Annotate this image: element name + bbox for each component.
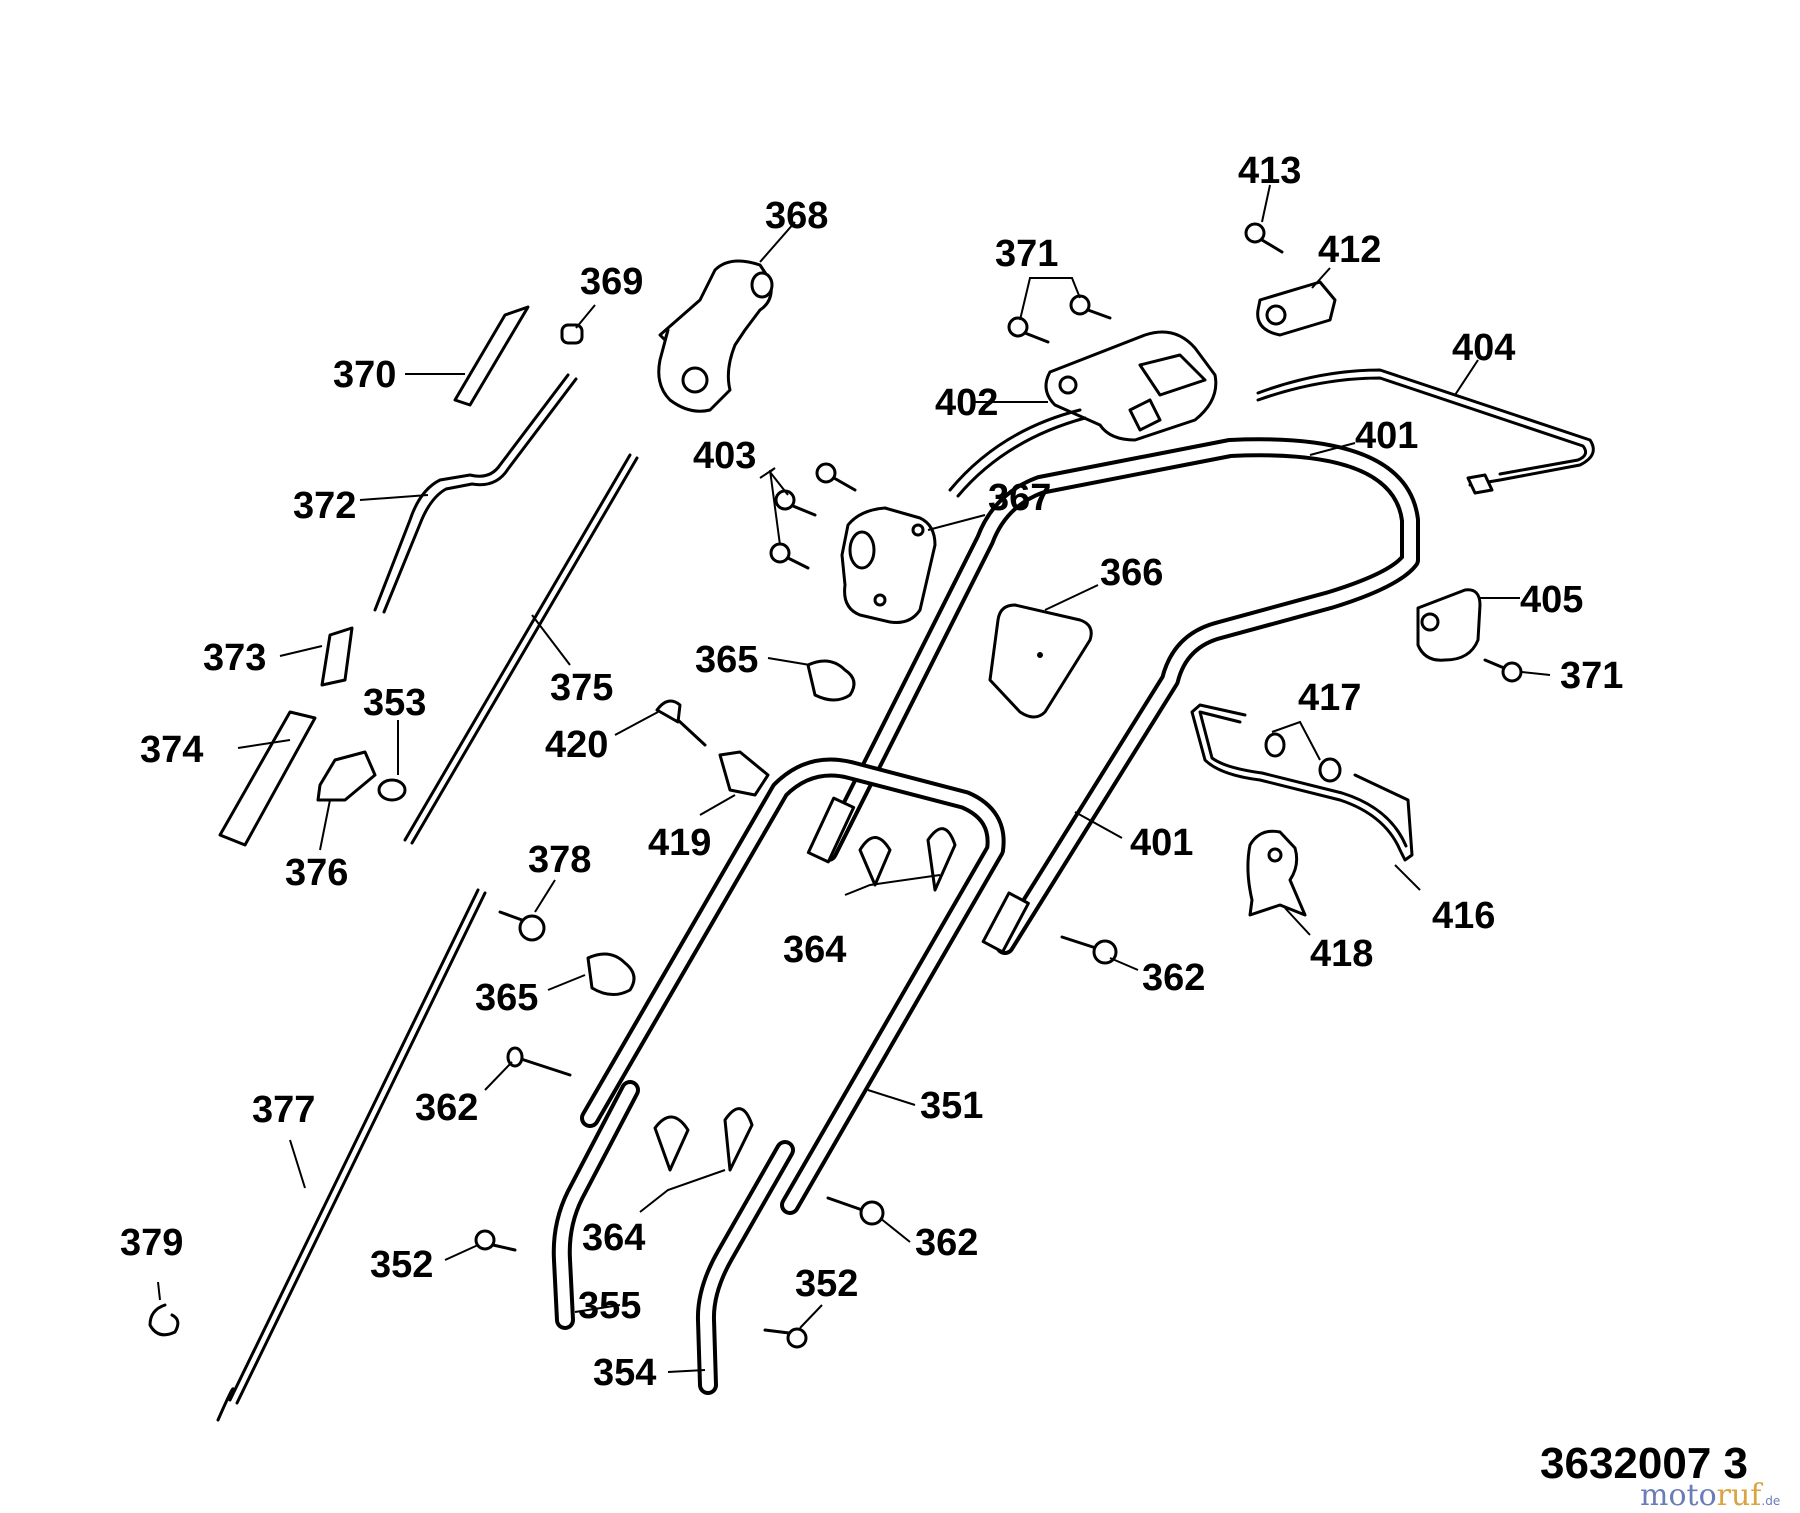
svg-text:motoruf.de: motoruf.de — [1640, 1478, 1780, 1513]
label-420: 420 — [545, 724, 608, 766]
bracket-367-drawing — [840, 506, 937, 624]
label-419: 419 — [648, 822, 711, 864]
label-371-right: 371 — [1560, 655, 1623, 697]
label-352-right: 352 — [795, 1263, 858, 1305]
label-403: 403 — [693, 435, 756, 477]
watermark-suffix: .de — [1761, 1494, 1780, 1508]
label-362-right: 362 — [1142, 957, 1205, 999]
label-376: 376 — [285, 852, 348, 894]
label-364-top: 364 — [783, 929, 846, 971]
block-405-drawing — [1416, 588, 1482, 662]
watermark-part1: moto — [1640, 1478, 1717, 1513]
small-parts-drawing — [148, 222, 1523, 1349]
label-355: 355 — [578, 1285, 641, 1327]
lower-handle-drawing — [580, 757, 1006, 1215]
label-418: 418 — [1310, 933, 1373, 975]
label-369: 369 — [580, 261, 643, 303]
upper-handle-drawing — [806, 437, 1420, 955]
label-373: 373 — [203, 637, 266, 679]
label-362-left: 362 — [415, 1087, 478, 1129]
label-401-top: 401 — [1355, 415, 1418, 457]
watermark-logo: motoruf.de — [1640, 1478, 1780, 1513]
label-416: 416 — [1432, 895, 1495, 937]
label-365-bottom: 365 — [475, 977, 538, 1019]
switch-box-402-drawing — [948, 330, 1218, 498]
bracket-368-drawing — [657, 259, 774, 413]
watermark-part2: ruf — [1717, 1478, 1764, 1513]
lower-bars-drawing — [551, 1080, 795, 1395]
label-402: 402 — [935, 382, 998, 424]
label-362-bottom: 362 — [915, 1222, 978, 1264]
plate-366-drawing — [988, 603, 1093, 719]
label-371-top: 371 — [995, 233, 1058, 275]
label-354: 354 — [593, 1352, 656, 1394]
bent-rod-drawing — [373, 373, 578, 614]
label-375: 375 — [550, 667, 613, 709]
label-364-bottom: 364 — [582, 1217, 645, 1259]
label-379: 379 — [120, 1222, 183, 1264]
label-404: 404 — [1452, 327, 1515, 369]
label-367: 367 — [988, 477, 1051, 519]
label-351: 351 — [920, 1085, 983, 1127]
rods-drawing — [216, 453, 639, 1422]
label-353: 353 — [363, 682, 426, 724]
bow-416-drawing — [1190, 703, 1414, 862]
label-378: 378 — [528, 839, 591, 881]
drawing-number: 3632007 3 — [1540, 1439, 1748, 1488]
label-401-middle: 401 — [1130, 822, 1193, 864]
label-417: 417 — [1298, 677, 1361, 719]
part-labels: 413 412 368 371 369 404 370 402 401 403 … — [120, 150, 1623, 1394]
label-368: 368 — [765, 195, 828, 237]
label-405: 405 — [1520, 579, 1583, 621]
label-370: 370 — [333, 354, 396, 396]
cable-404-drawing — [1256, 368, 1595, 495]
label-412: 412 — [1318, 229, 1381, 271]
leader-lines — [157, 184, 1551, 1373]
label-374: 374 — [140, 729, 203, 771]
label-365-top: 365 — [695, 639, 758, 681]
bracket-418-drawing — [1246, 829, 1307, 917]
label-413: 413 — [1238, 150, 1301, 192]
block-412-drawing — [1256, 280, 1337, 337]
label-366: 366 — [1100, 552, 1163, 594]
label-352-left: 352 — [370, 1244, 433, 1286]
label-377: 377 — [252, 1089, 315, 1131]
label-372: 372 — [293, 485, 356, 527]
